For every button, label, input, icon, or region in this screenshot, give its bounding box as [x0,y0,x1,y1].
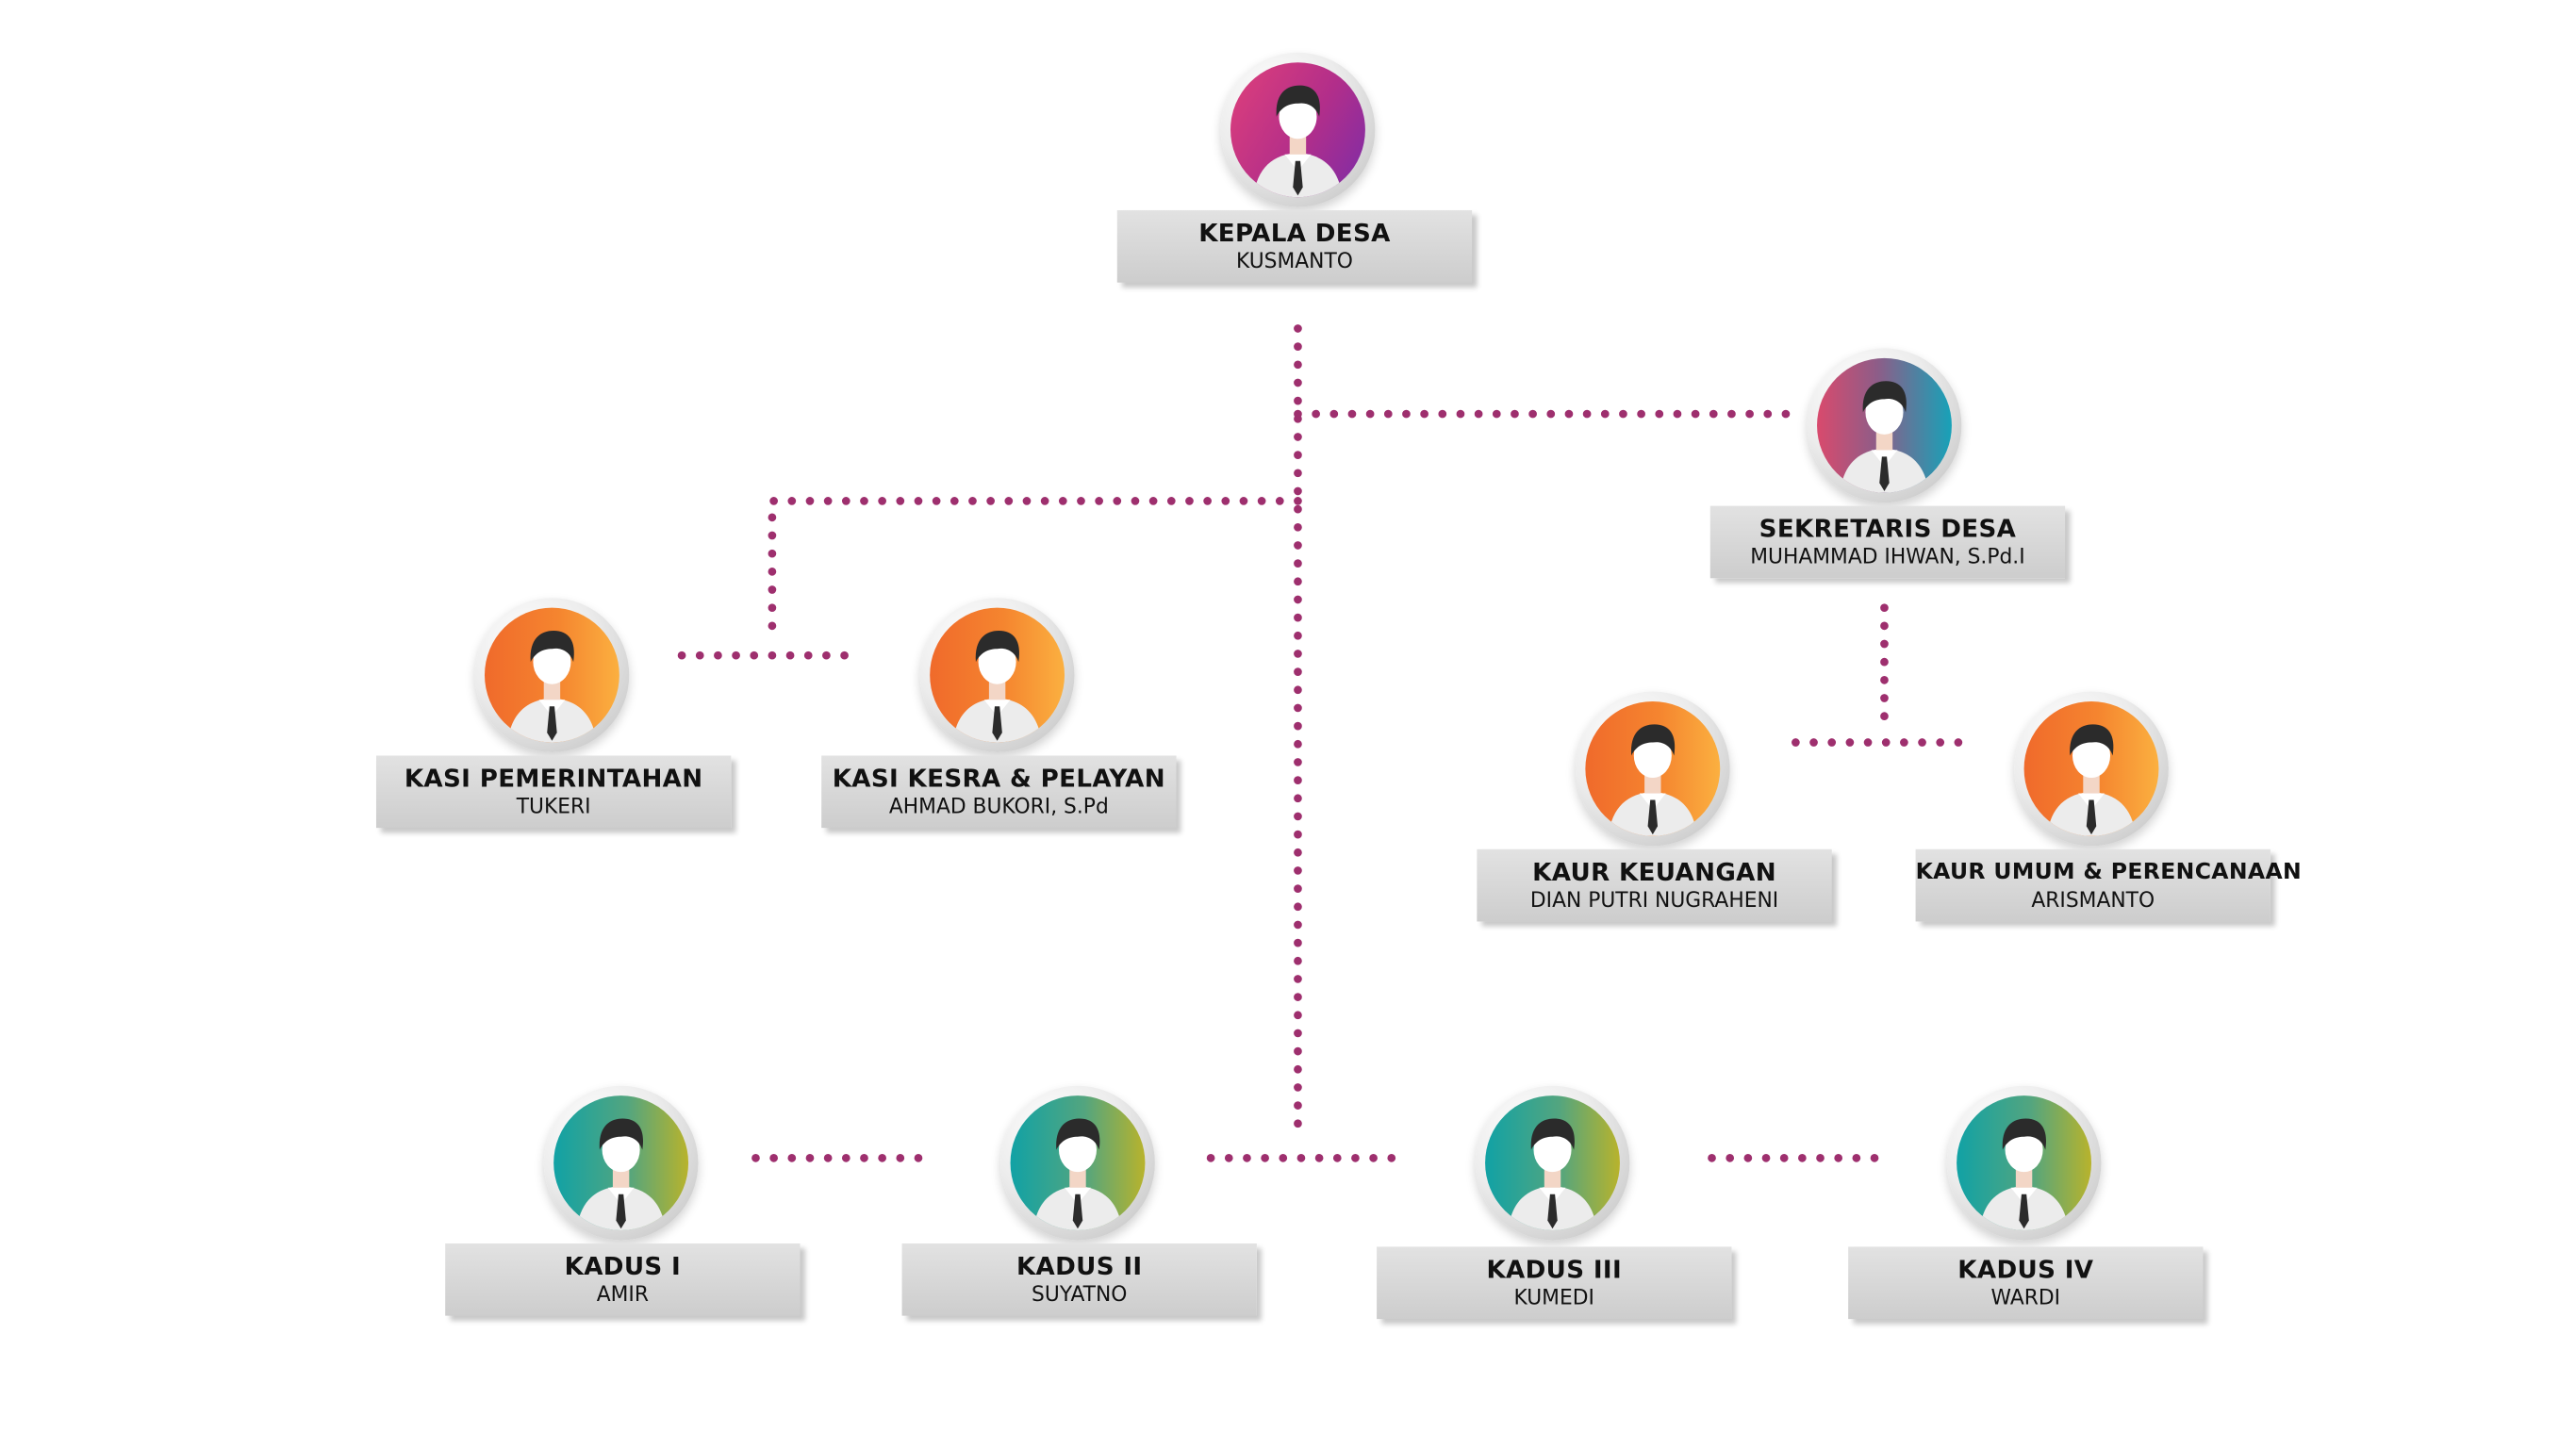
node-kadus-3: KADUS III KUMEDI [1377,1085,1738,1320]
avatar [474,598,630,752]
node-kasi-kesra: KASI KESRA & PELAYAN AHMAD BUKORI, S.Pd [821,598,1182,829]
person-name: WARDI [1990,1284,2061,1309]
label-box: KASI PEMERINTAHAN TUKERI [375,755,732,829]
role-title: KASI KESRA & PELAYAN [832,764,1165,794]
role-title: KADUS II [1016,1251,1143,1282]
avatar [919,598,1075,752]
person-icon [1032,1118,1123,1231]
node-kasi-pemerintahan: KASI PEMERINTAHAN TUKERI [375,598,737,829]
label-box: SEKRETARIS DESA MUHAMMAD IHWAN, S.Pd.I [1709,505,2066,579]
label-box: KASI KESRA & PELAYAN AHMAD BUKORI, S.Pd [821,755,1177,829]
node-sekretaris-desa: SEKRETARIS DESA MUHAMMAD IHWAN, S.Pd.I [1709,348,2072,579]
person-icon [952,631,1042,743]
person-name: MUHAMMAD IHWAN, S.Pd.I [1750,543,2025,568]
node-kepala-desa: KEPALA DESA KUSMANTO [1116,52,1478,283]
avatar [1946,1085,2102,1241]
avatar [1220,52,1376,207]
person-name: TUKERI [516,793,591,818]
person-name: KUMEDI [1513,1284,1594,1309]
avatar [1575,691,1730,847]
avatar [1000,1085,1155,1241]
connector-group [677,324,1979,1162]
role-title: KEPALA DESA [1198,218,1391,249]
role-title: SEKRETARIS DESA [1759,514,2017,544]
node-kadus-1: KADUS I AMIR [445,1085,806,1316]
person-icon [507,631,597,743]
role-title: KADUS III [1486,1255,1623,1285]
person-name: AHMAD BUKORI, S.Pd [888,793,1109,818]
person-icon [1508,1118,1597,1231]
person-icon [1840,381,1929,493]
person-icon [2046,724,2137,836]
person-name: KUSMANTO [1236,248,1353,273]
node-kadus-2: KADUS II SUYATNO [901,1085,1263,1316]
avatar [2014,691,2169,847]
person-name: SUYATNO [1032,1281,1128,1307]
label-box: KADUS II SUYATNO [901,1243,1257,1316]
label-box: KEPALA DESA KUSMANTO [1116,210,1473,283]
label-box: KAUR KEUANGAN DIAN PUTRI NUGRAHENI [1477,848,1832,922]
role-title: KADUS I [564,1251,682,1282]
person-name: DIAN PUTRI NUGRAHENI [1529,886,1779,913]
avatar [1475,1085,1630,1241]
node-kaur-keuangan: KAUR KEUANGAN DIAN PUTRI NUGRAHENI [1477,691,1838,922]
node-kaur-umum: KAUR UMUM & PERENCANAAN ARISMANTO [1915,691,2303,922]
role-title: KASI PEMERINTAHAN [404,764,703,794]
role-title: KAUR UMUM & PERENCANAAN [1915,859,2303,886]
person-icon [1979,1118,2069,1231]
person-icon [1253,85,1343,198]
avatar [543,1085,699,1241]
label-box: KADUS I AMIR [445,1243,801,1316]
connector-to-kasi [768,497,1302,637]
label-box: KADUS IV WARDI [1848,1246,2204,1320]
node-kadus-4: KADUS IV WARDI [1848,1085,2209,1320]
person-name: AMIR [596,1281,649,1307]
avatar [1807,348,1962,503]
label-box: KAUR UMUM & PERENCANAAN ARISMANTO [1915,848,2303,922]
person-icon [576,1118,666,1231]
role-title: KAUR KEUANGAN [1532,857,1776,887]
person-name: ARISMANTO [2031,886,2155,913]
label-box: KADUS III KUMEDI [1377,1246,1732,1320]
person-icon [1608,724,1697,836]
role-title: KADUS IV [1957,1255,2094,1285]
